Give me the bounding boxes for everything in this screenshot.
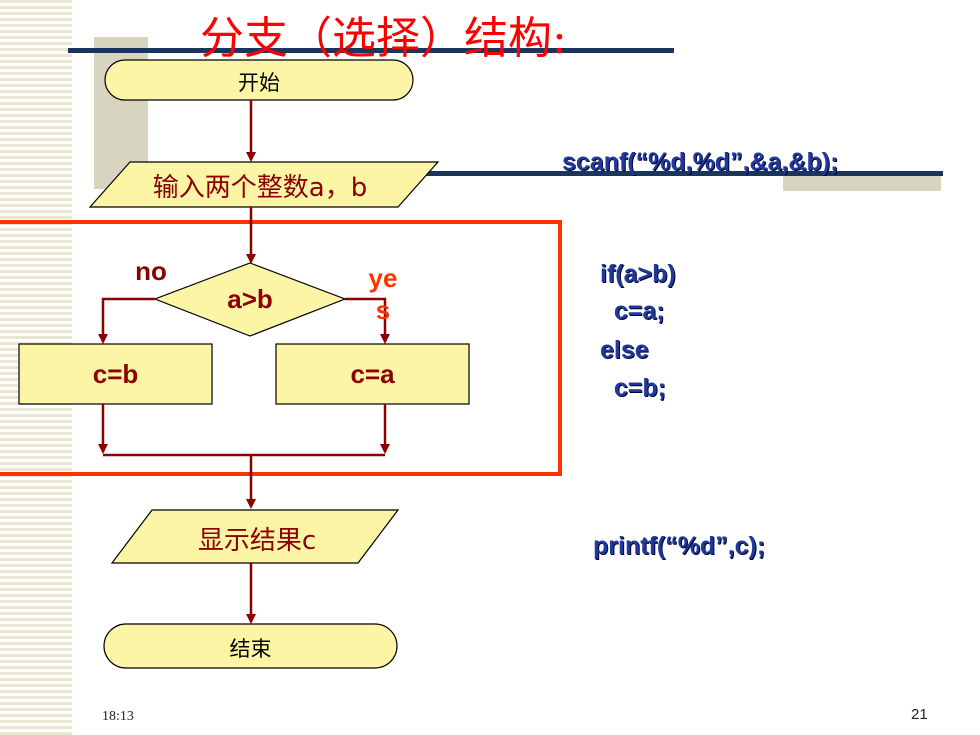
right-box-label: c=a [350,359,395,389]
output-parallelogram [110,509,400,564]
process-left-box [18,343,213,405]
left-box-label: c=b [92,359,139,389]
start-label: 开始 [238,71,280,95]
branch-highlight-box [0,220,562,476]
no-label: no [135,256,167,286]
end-terminal [103,623,398,669]
yes-label-part2: s [375,295,391,325]
decision-diamond [153,262,347,337]
page-number: 21 [911,706,928,723]
decorative-block [783,176,941,191]
code-underline [398,171,943,176]
yes-label-part1: ye [368,263,398,293]
arrow-no-branch [98,297,155,344]
code-scanf: scanf(“%d,%d”,&a,&b); [562,148,839,176]
code-else: else [600,336,649,364]
input-label: 输入两个整数a，b [152,173,368,203]
arrow-yes-branch [345,297,390,344]
process-right-box [275,343,470,405]
output-label: 显示结果c [197,526,317,556]
code-assign-b: c=b; [600,374,666,402]
end-label: 结束 [229,637,272,661]
code-assign-a: c=a; [600,297,665,325]
code-printf: printf(“%d”,c); [593,532,766,560]
start-terminal [104,59,414,101]
footer-time: 18:13 [102,709,134,724]
page-title: 分支（选择）结构: [200,13,567,64]
condition-label: a>b [227,284,273,314]
input-parallelogram [88,161,440,208]
code-if: if(a>b) [600,260,676,288]
title-underline [68,48,674,53]
